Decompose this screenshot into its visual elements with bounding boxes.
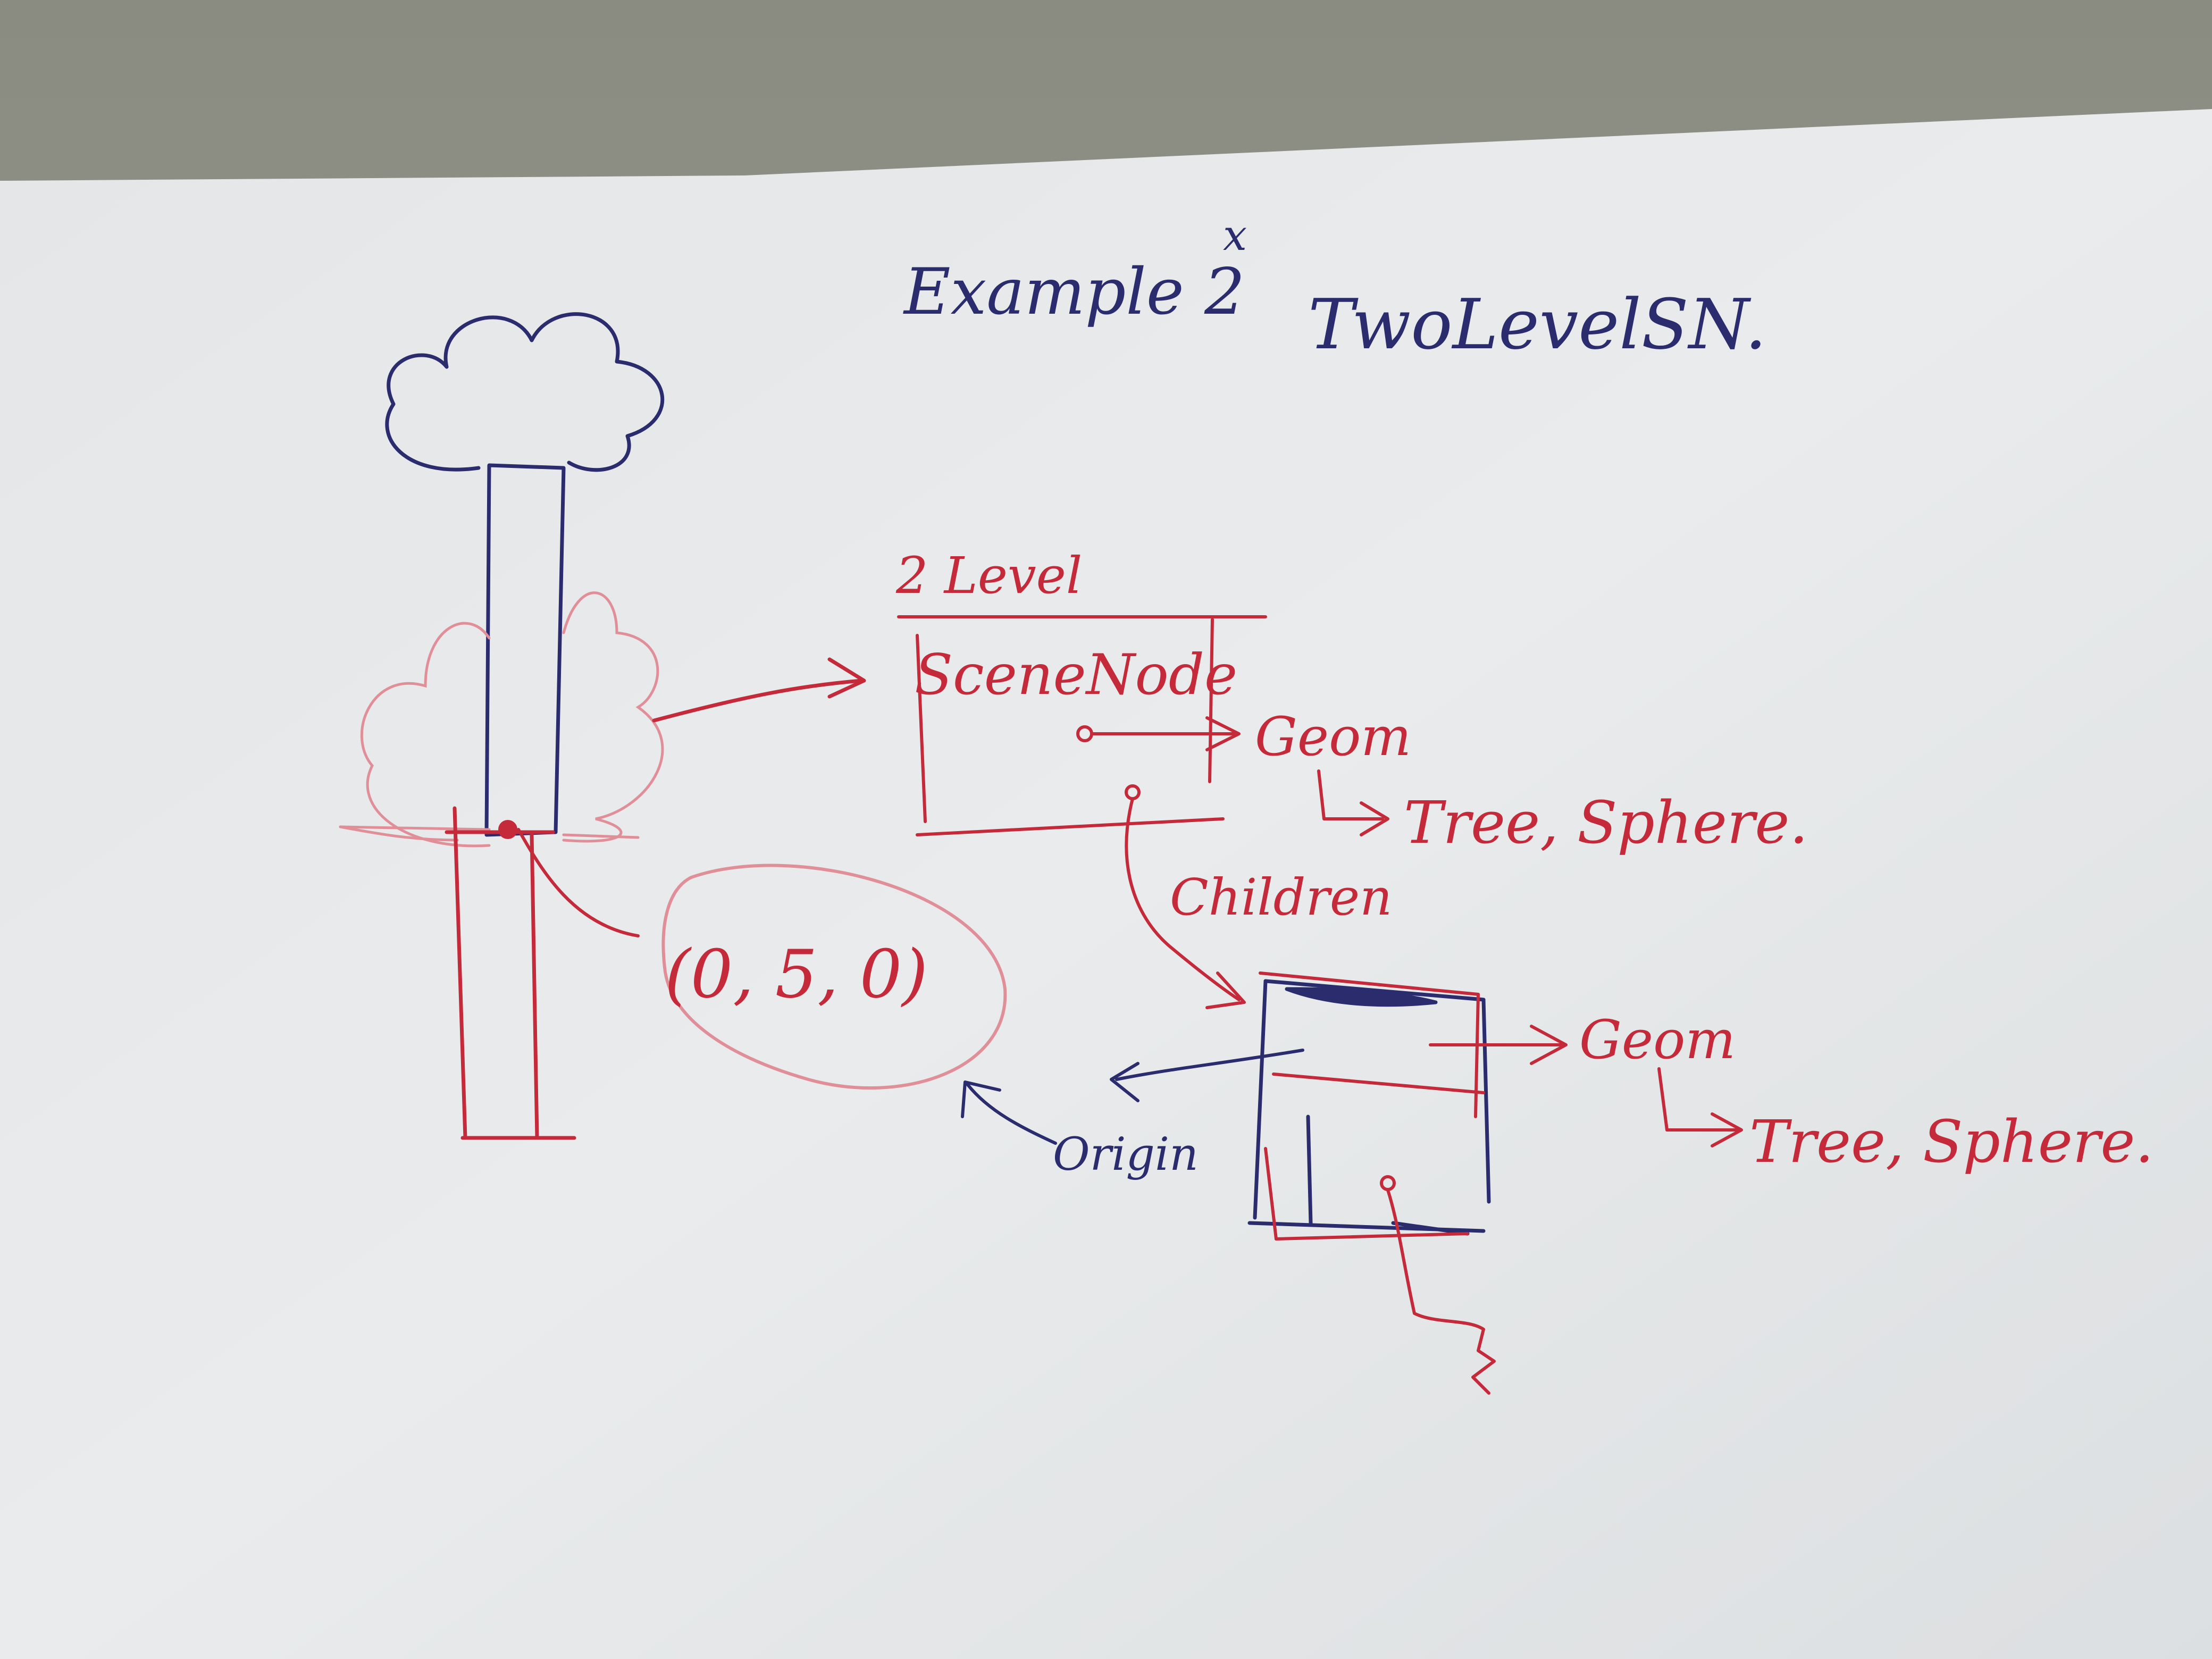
scenenode-geom: Geom [1255, 706, 1411, 768]
faint-red-bush [339, 591, 664, 848]
scenenode-label: SceneNode [915, 642, 1237, 707]
origin-pointers [961, 1049, 1304, 1145]
blue-tree-crown [385, 312, 665, 472]
child-geom-types: Tree, Sphere. [1749, 1108, 2154, 1176]
scenenode-box: 2 Level SceneNode Geom Tree, Sphere. [895, 547, 1808, 857]
origin-pointer-line [517, 828, 640, 937]
child-node-box [1247, 971, 1491, 1241]
scenenode-geom-types: Tree, Sphere. [1404, 789, 1808, 857]
children-link [1125, 784, 1246, 1009]
red-tree-trunk [445, 806, 576, 1140]
blue-tree [385, 312, 665, 837]
title-name: TwoLevelSN. [1308, 284, 1767, 365]
origin-label: Origin [1053, 1128, 1199, 1181]
origin-bubble: (0, 5, 0) [661, 864, 1007, 1090]
child-geom: Geom [1579, 1009, 1736, 1071]
title-mark: x [1223, 211, 1247, 260]
child-geom-types-arrow [1657, 1067, 1743, 1147]
paper-sheet [0, 109, 2212, 1659]
child-geom-arrow [1429, 1025, 1568, 1065]
title: Example 2 x TwoLevelSN. [903, 211, 1767, 365]
child-ground-squiggle [1380, 1175, 1496, 1395]
blue-tree-trunk [484, 463, 566, 837]
children-label: Children [1170, 868, 1392, 927]
title-example: Example 2 [903, 255, 1245, 329]
arrow-to-scenenode [652, 657, 866, 723]
scenenode-heading: 2 Level [895, 547, 1082, 605]
origin-value: (0, 5, 0) [665, 936, 928, 1013]
